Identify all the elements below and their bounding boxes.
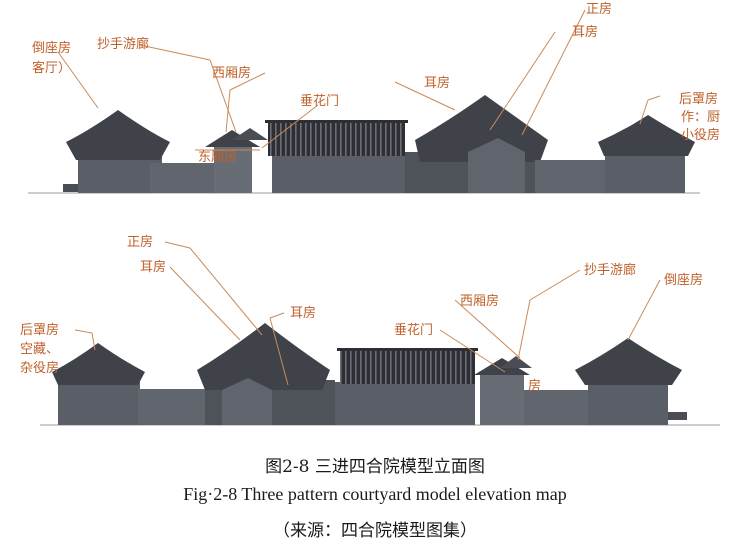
top-label-erfang-mid: 耳房: [424, 75, 450, 91]
top-gate-roof: [205, 130, 260, 147]
bottom-fence-cap: [337, 348, 478, 351]
top-main-building-inner: [468, 138, 525, 193]
top-leader-lines: [57, 9, 661, 151]
top-label-houzhao-3: 小役房: [681, 127, 720, 143]
bottom-label-zhengfang: 正房: [127, 234, 153, 250]
bottom-left-wall: [138, 389, 208, 425]
top-left-building-wall: [78, 155, 162, 193]
top-label-houzhao-2: 作：厨: [681, 110, 720, 125]
bottom-gate-roof-2: [500, 356, 532, 368]
caption-title-cn: 图2-8 三进四合院模型立面图: [265, 457, 485, 477]
top-right-building-wall: [605, 150, 685, 193]
bottom-gate-body: [480, 375, 524, 425]
caption-title-en: Fig·2-8 Three pattern courtyard model el…: [183, 484, 567, 504]
bottom-label-houzhao-3: 杂役房: [20, 360, 59, 376]
top-labels: 正房 耳房 倒座房 客厅） 抄手游廊 西厢房 垂花门 耳房 东厢房 后罩房 作：…: [32, 1, 720, 165]
top-right-building-roof: [598, 115, 695, 156]
bottom-right-building-roof: [575, 338, 682, 385]
bottom-fence: [340, 350, 475, 384]
top-label-daozuofang: 倒座房: [32, 40, 71, 56]
bottom-label-houzhao-1: 后罩房: [20, 322, 59, 338]
top-right-wall: [535, 160, 610, 193]
bottom-label-erfang-left: 耳房: [140, 259, 166, 275]
caption-source: （来源：四合院模型图集）: [273, 521, 477, 541]
top-label-keting: 客厅）: [32, 60, 71, 76]
top-fence: [268, 122, 405, 156]
top-step: [63, 184, 85, 192]
bottom-leader-lines: [74, 241, 661, 386]
bottom-left-building-wall: [58, 378, 140, 425]
bottom-elevation: [40, 323, 720, 426]
bottom-main-building-inner: [222, 378, 272, 425]
bottom-labels: 正房 耳房 耳房 西厢房 抄手游廊 倒座房 垂花门 后罩房 空藏、 杂役房 房: [20, 234, 703, 394]
bottom-label-daozuofang: 倒座房: [664, 272, 703, 288]
bottom-label-fang-partial: 房: [528, 378, 541, 394]
top-label-zhengfang: 正房: [586, 1, 612, 17]
top-fence-cap: [265, 120, 408, 123]
bottom-label-houzhao-2: 空藏、: [20, 342, 59, 357]
top-left-wall: [150, 163, 222, 193]
top-label-erfang-right: 耳房: [572, 24, 598, 40]
top-label-xixiang: 西厢房: [212, 65, 251, 81]
bottom-label-chuihua: 垂花门: [394, 322, 433, 338]
top-gate-roof-2: [232, 128, 268, 140]
bottom-label-xixiang: 西厢房: [460, 293, 499, 309]
bottom-step: [665, 412, 687, 420]
top-label-dongxiang: 东厢房: [198, 149, 237, 165]
top-left-building-roof: [66, 110, 170, 160]
bottom-label-erfang-mid: 耳房: [290, 305, 316, 321]
top-label-chaoshou: 抄手游廊: [97, 36, 149, 52]
top-label-chuihua: 垂花门: [300, 93, 339, 109]
bottom-left-building-roof: [52, 343, 145, 385]
bottom-label-chaoshou: 抄手游廊: [584, 262, 636, 278]
top-middle-wall: [272, 156, 408, 193]
bottom-main-building-roof: [197, 323, 330, 390]
bottom-middle-wall: [335, 382, 475, 425]
bottom-right-wall: [524, 390, 594, 425]
top-label-houzhao-1: 后罩房: [679, 91, 718, 107]
top-elevation: [28, 95, 700, 194]
top-gate-body: [214, 147, 252, 193]
top-main-building-roof: [415, 95, 548, 162]
